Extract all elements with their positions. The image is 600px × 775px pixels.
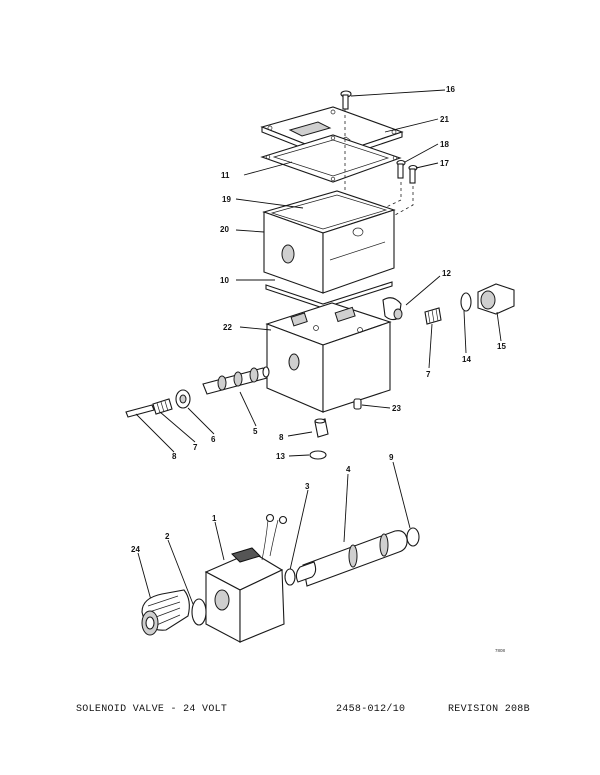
callout-8-insert: 8	[279, 433, 284, 442]
part-7-spring-upper	[424, 307, 442, 325]
callout-8-pin: 8	[172, 452, 177, 461]
callout-11: 11	[221, 171, 230, 180]
part-14-o-ring	[460, 292, 472, 312]
footer-revision: REVISION 208B	[448, 704, 530, 715]
callout-2: 2	[165, 532, 170, 541]
callout-13: 13	[276, 452, 285, 461]
part-15-plug	[477, 283, 515, 315]
callout-7-upper: 7	[426, 370, 431, 379]
callout-4: 4	[346, 465, 351, 474]
part-22-valve-body	[265, 302, 392, 413]
part-1-solenoid-coil	[204, 513, 288, 643]
callout-labels: 16 21 18 17 11 19 20 10 12 15 14 7 22 5 …	[131, 85, 506, 554]
callout-20: 20	[220, 225, 229, 234]
callout-23: 23	[392, 404, 401, 413]
assembly-guide-lines	[344, 109, 414, 216]
part-2-o-ring	[191, 598, 207, 626]
callout-14: 14	[462, 355, 471, 364]
callout-15: 15	[497, 342, 506, 351]
callout-6: 6	[211, 435, 216, 444]
part-12-fitting	[382, 297, 403, 321]
part-24-filter-cap	[141, 589, 190, 636]
part-16-screw	[340, 90, 352, 110]
part-13-o-ring	[309, 450, 327, 460]
part-23-plug	[353, 398, 362, 410]
callout-7-lower: 7	[193, 443, 198, 452]
callout-9: 9	[389, 453, 394, 462]
part-4-tube	[295, 530, 408, 587]
part-18-screw	[396, 159, 406, 179]
callout-22: 22	[223, 323, 232, 332]
part-8-insert	[314, 418, 329, 438]
part-11-gasket	[260, 134, 402, 183]
part-6-seat	[175, 389, 191, 409]
callout-5: 5	[253, 427, 258, 436]
part-5-spool	[202, 366, 270, 395]
callout-24: 24	[131, 545, 140, 554]
footer-title: SOLENOID VALVE - 24 VOLT	[76, 704, 228, 715]
callout-18: 18	[440, 140, 449, 149]
part-3-o-ring	[284, 568, 296, 586]
part-20-housing-box	[262, 190, 396, 294]
part-8-pin	[125, 404, 155, 418]
callout-10: 10	[220, 276, 229, 285]
footer-part-number: 2458-012/10	[336, 704, 406, 715]
part-10-gasket	[265, 281, 393, 309]
callout-19: 19	[222, 195, 231, 204]
part-17-screw	[408, 164, 418, 184]
drawing-number: 7808	[495, 648, 506, 653]
callout-16: 16	[446, 85, 455, 94]
callout-3: 3	[305, 482, 310, 491]
callout-12: 12	[442, 269, 451, 278]
callout-21: 21	[440, 115, 449, 124]
leader-lines	[135, 89, 502, 605]
part-7-spring-lower	[152, 398, 173, 415]
callout-1: 1	[212, 514, 217, 523]
part-9-o-ring	[406, 527, 420, 547]
callout-17: 17	[440, 159, 449, 168]
